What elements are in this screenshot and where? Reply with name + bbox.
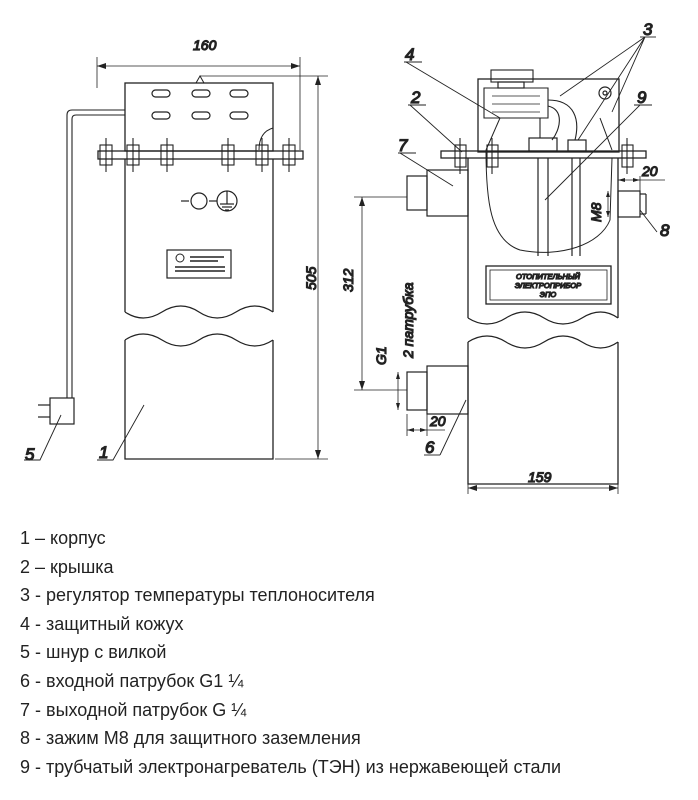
- dim-thread-g1: G1: [373, 346, 389, 365]
- legend-item: 6 - входной патрубок G1 ¼: [20, 670, 244, 691]
- nameplate-line-3: ЭПО: [540, 290, 557, 299]
- callout-5: 5: [25, 445, 35, 464]
- legend-item: 3 - регулятор температуры теплоносителя: [20, 585, 375, 606]
- technical-drawing: 160 505: [24, 19, 671, 494]
- dim-thread-m8: M8: [588, 202, 604, 222]
- dim-offset-20-bottom: 20: [429, 413, 446, 429]
- parts-legend: 1 – корпус 2 – крышка 3 - регулятор темп…: [20, 524, 561, 781]
- front-view: 160 505: [24, 36, 328, 465]
- callout-4: 4: [405, 45, 414, 64]
- callout-2: 2: [410, 88, 421, 107]
- callout-8: 8: [660, 221, 670, 240]
- nameplate-line-1: ОТОПИТЕЛЬНЫЙ: [516, 272, 581, 281]
- dim-width-160: 160: [193, 37, 217, 53]
- dim-height-505: 505: [303, 266, 319, 290]
- dim-offset-20-top: 20: [641, 163, 658, 179]
- callout-6: 6: [425, 438, 435, 457]
- legend-item: 9 - трубчатый электронагреватель (ТЭН) и…: [20, 756, 562, 777]
- legend-item: 2 – крышка: [20, 556, 114, 577]
- legend-item: 4 - защитный кожух: [20, 613, 184, 634]
- legend-item: 7 - выходной патрубок G ¼: [20, 699, 247, 720]
- nameplate-line-2: ЭЛЕКТРОПРИБОР: [515, 281, 581, 290]
- dim-spacing-312: 312: [340, 268, 356, 292]
- legend-item: 1 – корпус: [20, 528, 106, 548]
- note-2-pipes: 2 патрубка: [400, 282, 416, 359]
- legend-item: 5 - шнур с вилкой: [20, 642, 167, 663]
- dim-width-159: 159: [528, 469, 552, 485]
- side-view: ОТОПИТЕЛЬНЫЙ ЭЛЕКТРОПРИБОР ЭПО 312 G1 2 …: [339, 19, 671, 494]
- callout-7: 7: [398, 136, 408, 155]
- callout-9: 9: [637, 88, 647, 107]
- callout-1: 1: [99, 443, 108, 462]
- callout-3: 3: [643, 20, 653, 39]
- legend-item: 8 - зажим М8 для защитного заземления: [20, 728, 361, 749]
